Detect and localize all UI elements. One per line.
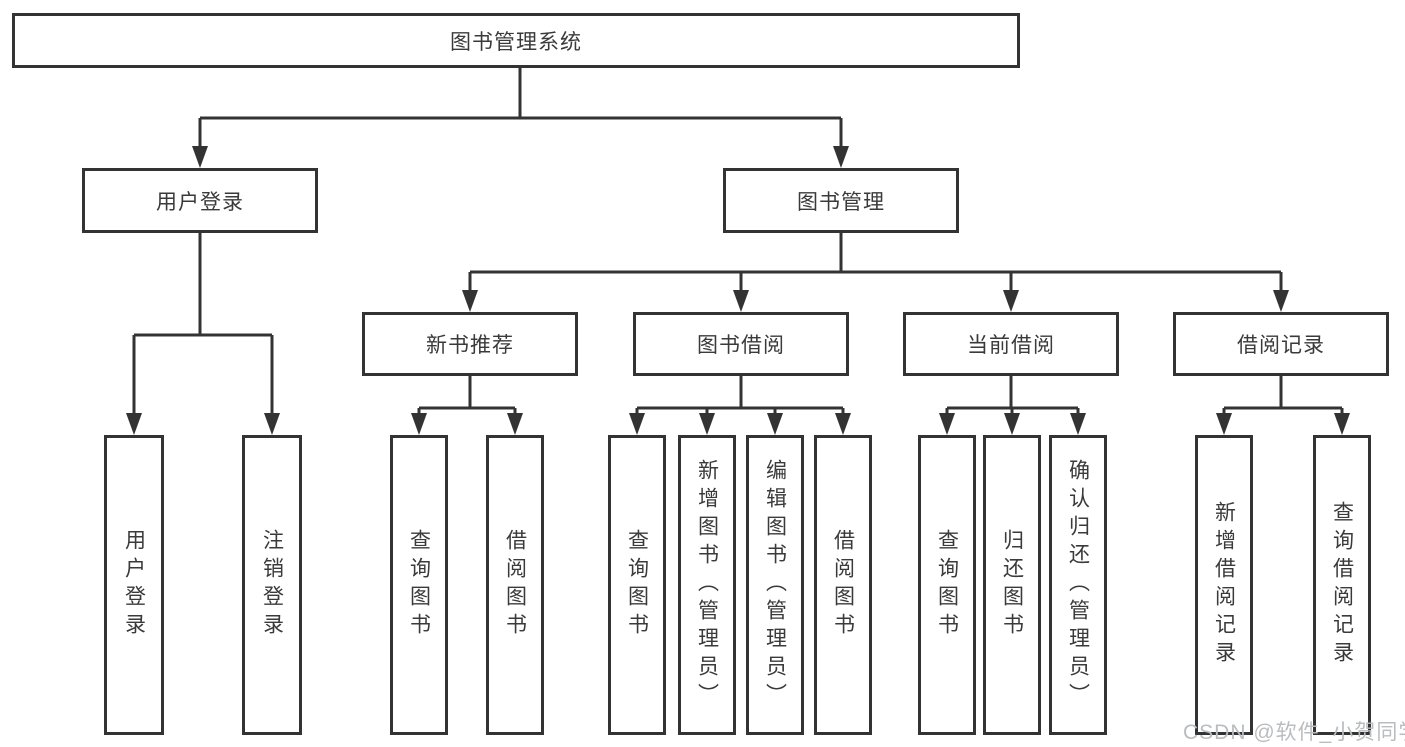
node-label: 图书管理系统 bbox=[450, 30, 582, 54]
arrow-icon bbox=[1334, 413, 1350, 435]
leaf-newbook-borrow-books: 借阅图书 bbox=[486, 435, 544, 735]
leaf-current-return-books: 归还图书 bbox=[983, 435, 1041, 735]
arrow-icon bbox=[462, 290, 478, 312]
arrow-icon bbox=[939, 413, 955, 435]
leaf-label: 查询借阅记录 bbox=[1330, 501, 1354, 669]
connector-root bbox=[198, 68, 843, 148]
arrow-icon bbox=[126, 413, 142, 435]
leaf-borrowing-add-books-admin: 新增图书（管理员） bbox=[678, 435, 736, 735]
leaf-label: 归还图书 bbox=[1000, 529, 1024, 641]
connector-current-borrowing bbox=[945, 376, 1080, 416]
node-label: 借阅记录 bbox=[1237, 334, 1325, 357]
leaf-newbook-query-books: 查询图书 bbox=[390, 435, 448, 735]
arrow-icon bbox=[833, 146, 849, 168]
leaf-current-query-books: 查询图书 bbox=[918, 435, 976, 735]
leaf-label: 注销登录 bbox=[260, 529, 284, 641]
csdn-watermark: CSDN @软件_小贺同学 bbox=[1183, 721, 1405, 744]
arrow-icon bbox=[767, 413, 783, 435]
arrow-icon bbox=[629, 413, 645, 435]
arrow-icon bbox=[1216, 413, 1232, 435]
arrow-icon bbox=[699, 413, 715, 435]
connector-user-login bbox=[132, 233, 274, 416]
arrowheads bbox=[126, 146, 1350, 435]
node-borrowing-records: 借阅记录 bbox=[1173, 312, 1389, 376]
arrow-icon bbox=[1070, 413, 1086, 435]
node-user-login: 用户登录 bbox=[82, 168, 318, 233]
arrow-icon bbox=[507, 413, 523, 435]
connector-borrowing-records bbox=[1222, 376, 1344, 416]
leaf-label: 借阅图书 bbox=[831, 529, 855, 641]
connector-book-borrowing bbox=[635, 376, 845, 416]
leaf-label: 新增借阅记录 bbox=[1212, 501, 1236, 669]
node-label: 图书管理 bbox=[797, 190, 885, 214]
leaf-label: 新增图书（管理员） bbox=[695, 459, 719, 711]
node-label: 图书借阅 bbox=[697, 334, 785, 357]
node-label: 新书推荐 bbox=[426, 334, 514, 357]
arrow-icon bbox=[733, 290, 749, 312]
arrow-icon bbox=[1004, 413, 1020, 435]
leaf-label: 确认归还（管理员） bbox=[1066, 459, 1090, 711]
leaf-borrowing-borrow-books: 借阅图书 bbox=[814, 435, 872, 735]
arrow-icon bbox=[264, 413, 280, 435]
leaf-records-add-borrow-record: 新增借阅记录 bbox=[1195, 435, 1253, 735]
leaf-borrowing-query-books: 查询图书 bbox=[608, 435, 666, 735]
connector-new-book bbox=[417, 376, 517, 416]
node-label: 用户登录 bbox=[156, 190, 244, 214]
leaf-user-login: 用户登录 bbox=[104, 435, 164, 735]
arrow-icon bbox=[1273, 290, 1289, 312]
node-label: 当前借阅 bbox=[967, 334, 1055, 357]
leaf-borrowing-edit-books-admin: 编辑图书（管理员） bbox=[746, 435, 804, 735]
node-new-book-recommendation: 新书推荐 bbox=[362, 312, 578, 376]
leaf-label: 查询图书 bbox=[407, 529, 431, 641]
leaf-label: 查询图书 bbox=[625, 529, 649, 641]
node-current-borrowing: 当前借阅 bbox=[903, 312, 1119, 376]
leaf-current-confirm-return-admin: 确认归还（管理员） bbox=[1049, 435, 1107, 735]
leaf-label: 借阅图书 bbox=[503, 529, 527, 641]
arrow-icon bbox=[835, 413, 851, 435]
leaf-label: 用户登录 bbox=[122, 529, 146, 641]
arrow-icon bbox=[1003, 290, 1019, 312]
arrow-icon bbox=[192, 146, 208, 168]
leaf-label: 查询图书 bbox=[935, 529, 959, 641]
leaf-logout: 注销登录 bbox=[242, 435, 302, 735]
node-book-borrowing: 图书借阅 bbox=[633, 312, 849, 376]
leaf-label: 编辑图书（管理员） bbox=[763, 459, 787, 711]
node-library-management-system: 图书管理系统 bbox=[12, 13, 1020, 68]
arrow-icon bbox=[411, 413, 427, 435]
connector-book-management bbox=[468, 233, 1283, 292]
node-book-management: 图书管理 bbox=[723, 168, 959, 233]
leaf-records-query-borrow-record: 查询借阅记录 bbox=[1313, 435, 1371, 735]
